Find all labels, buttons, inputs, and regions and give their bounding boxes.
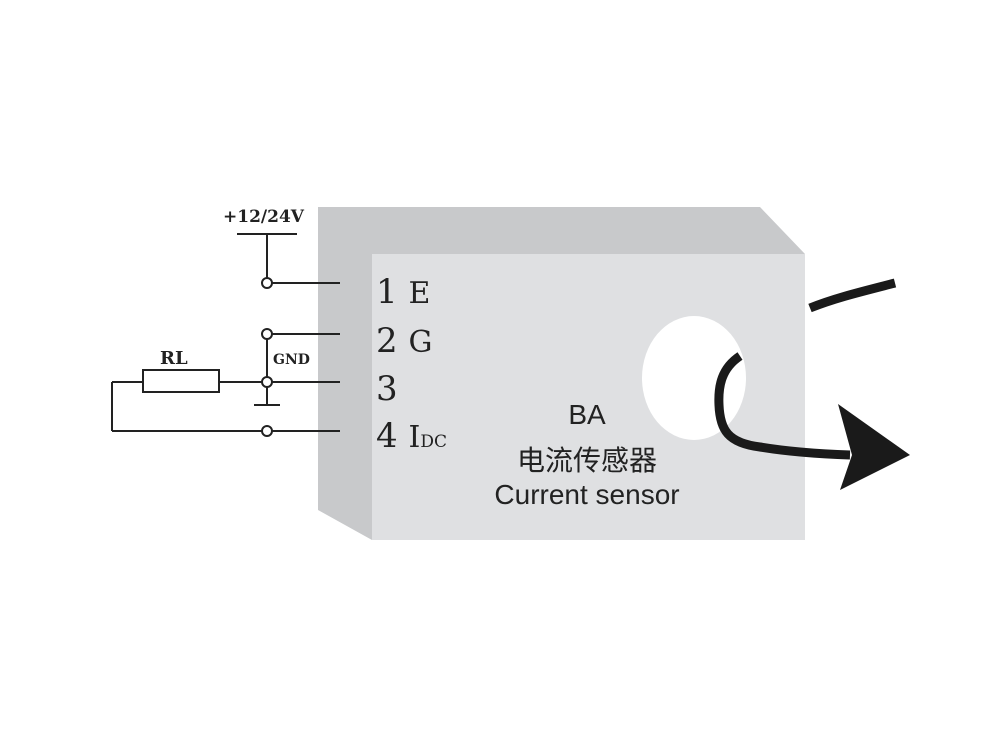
pin-1-label: 1 E — [376, 272, 430, 312]
sensor-title-en: Current sensor — [494, 479, 679, 510]
cable-lower — [714, 352, 851, 460]
pin-labels: 1 E 2 G 3 4 IDC — [376, 272, 447, 456]
sensor-title-cn: 电流传感器 — [517, 445, 657, 476]
pin-3-label: 3 — [376, 369, 398, 409]
resistor-label: RL — [160, 348, 188, 369]
sensor-model: BA — [568, 399, 606, 430]
cable-upper — [808, 278, 897, 313]
terminal-node-1 — [261, 277, 273, 289]
gnd-label: GND — [273, 352, 310, 368]
supply-voltage-label: +12/24V — [223, 207, 305, 227]
sensor-hole — [642, 316, 746, 440]
terminal-node-2 — [261, 328, 273, 340]
pin-4-label: 4 IDC — [376, 416, 447, 456]
terminal-node-4 — [261, 425, 273, 437]
external-circuit: +12/24V GND RL — [111, 207, 340, 437]
load-resistor — [142, 369, 220, 393]
terminal-node-3 — [261, 376, 273, 388]
current-direction-arrow-icon — [838, 404, 910, 490]
primary-conductor-cable — [714, 278, 910, 490]
pin-2-label: 2 G — [376, 321, 432, 361]
sensor-top-left-face — [318, 207, 805, 540]
